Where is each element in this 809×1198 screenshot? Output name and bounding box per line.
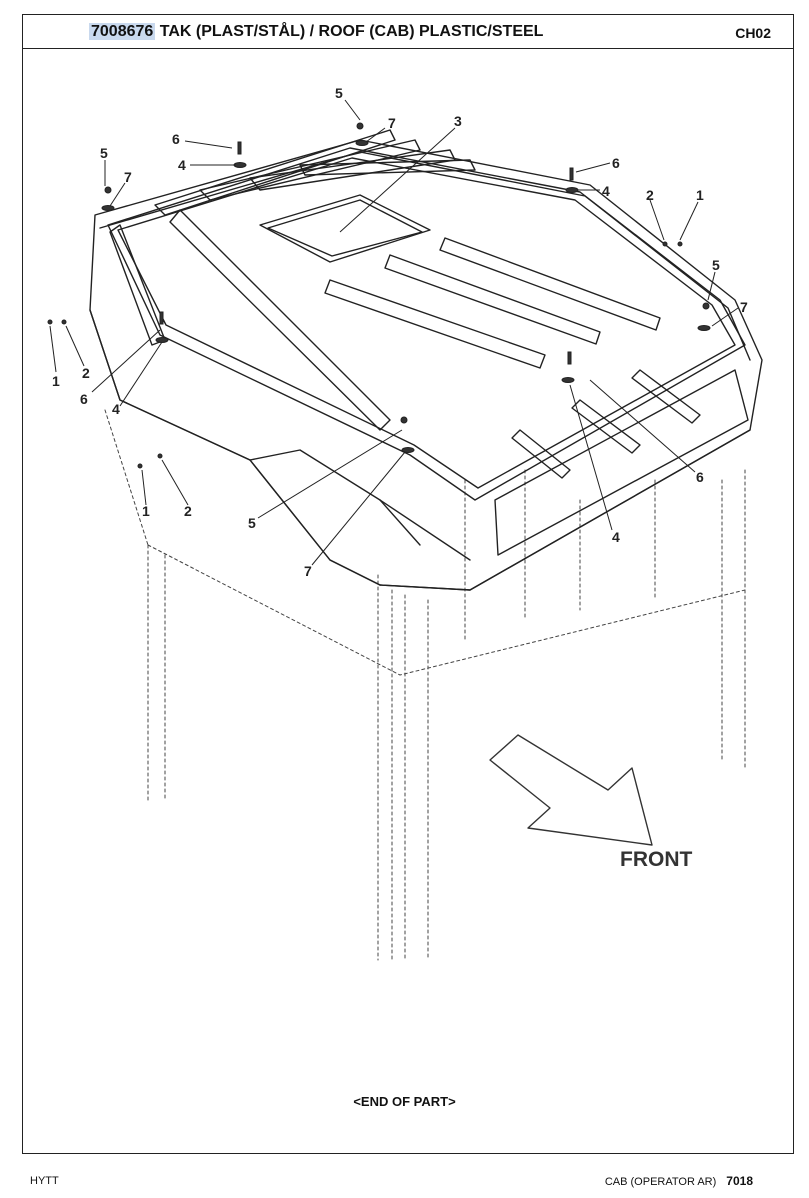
callout-6: 6 [172,131,180,147]
callout-6: 6 [696,469,704,485]
callout-3: 3 [454,113,462,129]
page-title: 7008676 TAK (PLAST/STÅL) / ROOF (CAB) PL… [89,23,543,41]
section-code: CH02 [735,25,771,41]
callout-5: 5 [712,257,720,273]
callout-4: 4 [112,401,120,417]
callout-1: 1 [142,503,150,519]
page-header: 7008676 TAK (PLAST/STÅL) / ROOF (CAB) PL… [23,15,793,49]
callout-4: 4 [178,157,186,173]
front-label: FRONT [620,848,693,871]
callout-4: 4 [612,529,620,545]
footer-section: CAB (OPERATOR AR) [604,1176,717,1188]
callouts: 5 7 3 6 4 5 7 6 4 2 1 5 7 1 2 6 4 1 2 5 … [52,85,748,579]
front-arrow-icon [489,734,653,846]
part-number: 7008676 [89,23,156,40]
callout-1: 1 [696,187,704,203]
end-of-part: <END OF PART> [353,1094,456,1109]
callout-1: 1 [52,373,60,389]
callout-5: 5 [248,515,256,531]
callout-7: 7 [124,169,132,185]
page-frame: 7008676 TAK (PLAST/STÅL) / ROOF (CAB) PL… [22,14,794,1154]
callout-2: 2 [646,187,654,203]
callout-7: 7 [304,563,312,579]
page-number: 7018 [726,1174,753,1188]
callout-2: 2 [184,503,192,519]
footer-left: HYTT [30,1175,59,1187]
footer-right: CAB (OPERATOR AR) 7018 [605,1174,753,1188]
callout-4: 4 [602,183,610,199]
callout-7: 7 [740,299,748,315]
callout-6: 6 [612,155,620,171]
callout-5: 5 [335,85,343,101]
part-title: TAK (PLAST/STÅL) / ROOF (CAB) PLASTIC/ST… [159,23,544,40]
callout-6: 6 [80,391,88,407]
callout-2: 2 [82,365,90,381]
callout-5: 5 [100,145,108,161]
callout-7: 7 [388,115,396,131]
